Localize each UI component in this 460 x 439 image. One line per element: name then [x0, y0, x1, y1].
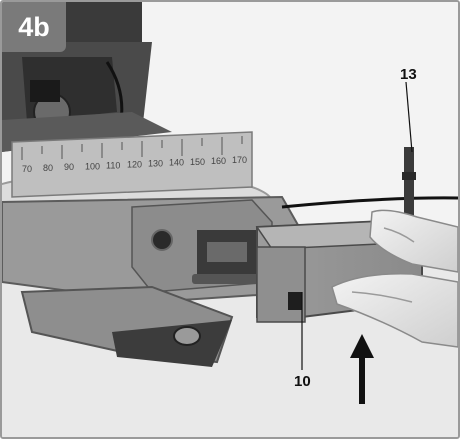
scale-tick-label: 130 — [148, 159, 163, 169]
scale-tick-label: 80 — [43, 163, 53, 173]
hands — [331, 209, 458, 348]
saw-motor-housing — [2, 2, 172, 152]
scale-tick-label: 150 — [190, 157, 205, 167]
scale-tick-label: 170 — [232, 155, 247, 165]
figure-label-badge: 4b — [2, 2, 66, 52]
locking-pin — [404, 147, 414, 222]
scale-tick-label: 70 — [22, 164, 32, 174]
scale-tick-label: 100 — [85, 161, 100, 171]
scale-tick-label: 110 — [106, 160, 120, 170]
scale-tick-label: 120 — [127, 160, 142, 170]
callout-13-leader — [405, 81, 413, 153]
callout-13-label: 13 — [400, 66, 417, 83]
scale-tick-label: 140 — [169, 158, 184, 168]
direction-arrow — [350, 334, 374, 404]
saw-foot-plate — [20, 285, 234, 367]
scale-tick-label: 90 — [64, 162, 74, 172]
callout-10-label: 10 — [294, 373, 311, 390]
mitre-scale — [11, 131, 253, 198]
scale-tick-label: 160 — [211, 156, 226, 166]
